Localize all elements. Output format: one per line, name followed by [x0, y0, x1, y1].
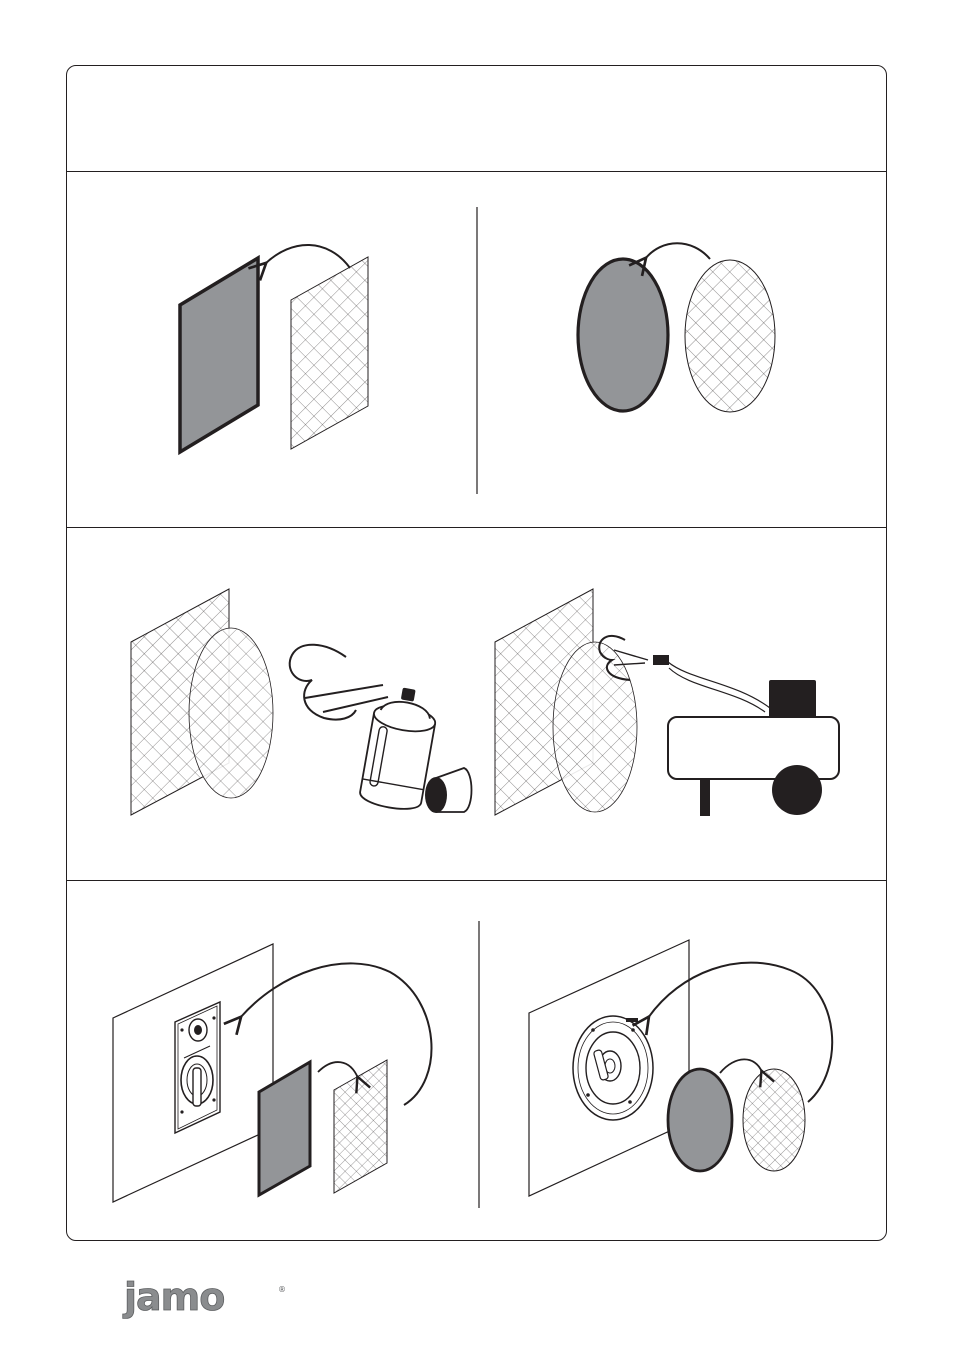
- jamo-logo-icon: jamo ®: [122, 1280, 292, 1320]
- registered-mark: ®: [278, 1285, 286, 1294]
- round-grille-cloth-removal-illustration: [578, 243, 775, 412]
- round-grille-cloth: [685, 260, 775, 412]
- spray-line: [305, 685, 383, 698]
- square-grille-cloth-removal-illustration: [180, 245, 368, 452]
- square-grille-cloth: [291, 257, 368, 449]
- square-grille-cloth: [334, 1060, 387, 1193]
- in-wall-speaker-icon: [175, 1002, 220, 1133]
- in-ceiling-speaker-icon: [573, 1016, 653, 1120]
- round-grille-cloth: [189, 628, 273, 798]
- air-nozzle-icon: [653, 655, 669, 665]
- round-speaker-refit-illustration: [529, 940, 832, 1196]
- square-grille-frame: [180, 258, 258, 452]
- air-compressor-icon: [668, 680, 839, 816]
- spray-mist-icon: [290, 645, 356, 720]
- round-grille-cloth: [743, 1069, 805, 1171]
- round-grille-frame: [668, 1069, 732, 1171]
- curved-arrow-icon: [318, 1062, 358, 1078]
- spray-cap-icon: [425, 768, 472, 813]
- spray-can-cleaning-illustration: [131, 589, 472, 815]
- curved-arrow-icon: [265, 245, 350, 268]
- brand-wordmark: jamo: [122, 1280, 224, 1319]
- round-grille-cloth: [553, 642, 637, 812]
- brand-logo: jamo ®: [122, 1280, 292, 1325]
- air-hose: [668, 662, 770, 708]
- curved-arrow-icon: [645, 243, 710, 259]
- air-compressor-cleaning-illustration: [495, 589, 839, 816]
- curved-arrow-icon: [720, 1059, 762, 1073]
- round-grille-frame: [578, 259, 668, 411]
- square-speaker-refit-illustration: [113, 944, 431, 1202]
